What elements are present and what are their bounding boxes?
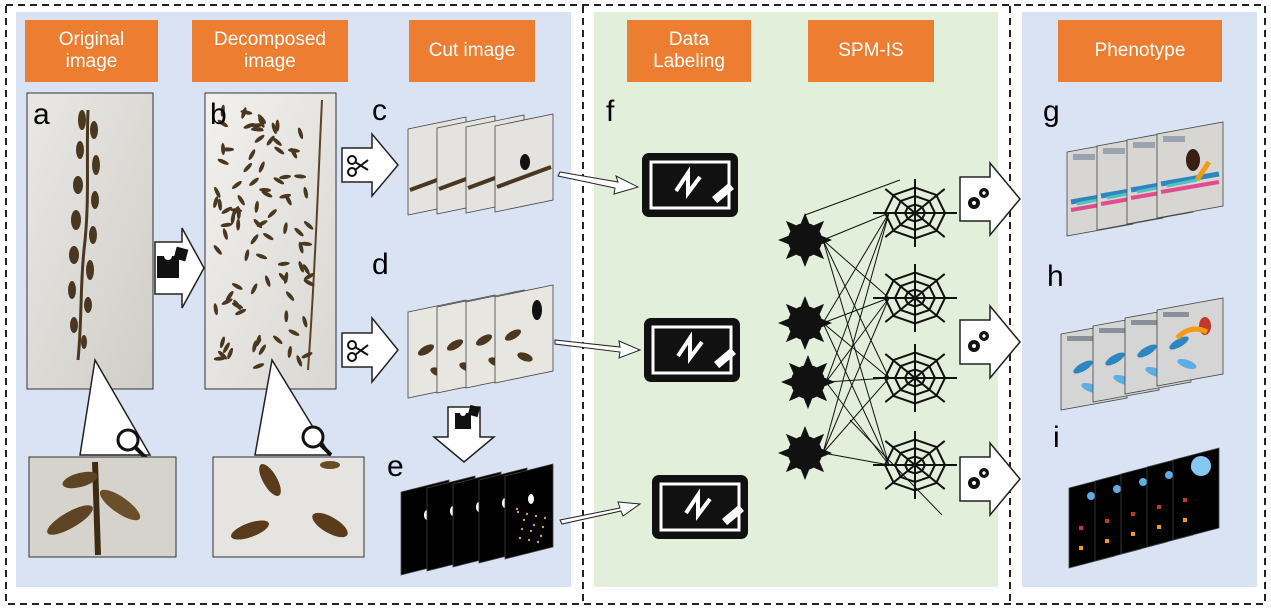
pen-tablet-icon: [652, 475, 748, 539]
panel-letter-f: f: [606, 95, 615, 128]
panel-letter-e: e: [387, 450, 404, 483]
phenotype-card: [1156, 297, 1224, 387]
phenotype-card: [1172, 447, 1220, 541]
sun-node-icon: [781, 355, 835, 409]
pen-tablet-icon: [644, 318, 740, 382]
phenotype-stack-g: [1066, 121, 1224, 237]
spider-web-icon: [873, 179, 957, 247]
panel-letter-d: d: [372, 248, 389, 281]
phenotype-stack-h: [1060, 297, 1224, 411]
cut-image-card: [494, 113, 554, 213]
labeling-arrows: [554, 171, 642, 525]
cut-arrow-d: [341, 315, 399, 385]
panel-letter-a: a: [33, 98, 50, 131]
header-phenotype: Phenotype: [1058, 20, 1222, 82]
decomposed-image: [204, 92, 337, 390]
spider-web-icon: [873, 344, 957, 412]
zoomed-crop-a: [28, 456, 177, 558]
spm-is-network: [778, 179, 957, 516]
mask-image-card: [504, 463, 554, 560]
mask-image-stack-e: [400, 463, 554, 576]
header-spm-is: SPM-IS: [808, 20, 934, 82]
puzzle-icon: [455, 404, 481, 429]
original-image: [26, 92, 154, 390]
sun-node-icon: [778, 426, 832, 480]
scissors-icon: [347, 340, 369, 362]
panel-letter-h: h: [1047, 260, 1064, 293]
process-arrow: [959, 440, 1021, 518]
decompose-arrow: [154, 227, 205, 309]
process-arrow: [959, 160, 1021, 238]
magnifier-icon: [301, 425, 333, 457]
cut-image-stack-d: [407, 284, 554, 399]
puzzle-icon: [157, 246, 189, 278]
phenotype-card: [1156, 121, 1224, 219]
sun-node-icon: [778, 213, 832, 267]
scissors-icon: [347, 155, 369, 177]
sun-node-icon: [778, 296, 832, 350]
pen-tablet-icon: [642, 153, 738, 217]
spider-web-icon: [873, 431, 957, 499]
mask-arrow: [431, 406, 497, 463]
process-arrow: [959, 303, 1021, 381]
zoomed-crop-b: [212, 456, 365, 558]
panel-letter-c: c: [372, 94, 387, 127]
gears-icon: [968, 468, 989, 489]
cut-arrow-c: [341, 131, 399, 199]
gears-icon: [968, 188, 989, 209]
gears-icon: [968, 331, 989, 352]
header-decomposed-image: Decomposed image: [192, 20, 348, 82]
outer-dashed-frame: [5, 4, 1266, 605]
header-data-labeling: Data Labeling: [627, 20, 751, 82]
spider-web-icon: [873, 264, 957, 332]
cut-image-stack-c: [407, 113, 554, 216]
panel-letter-g: g: [1043, 95, 1060, 128]
cut-image-card: [494, 284, 554, 384]
magnifier-icon: [116, 428, 148, 460]
panel-letter-b: b: [210, 98, 227, 131]
phenotype-stack-i: [1068, 447, 1220, 569]
header-cut-image: Cut image: [409, 20, 535, 82]
header-original-image: Original image: [25, 20, 158, 82]
panel-letter-i: i: [1053, 421, 1060, 454]
